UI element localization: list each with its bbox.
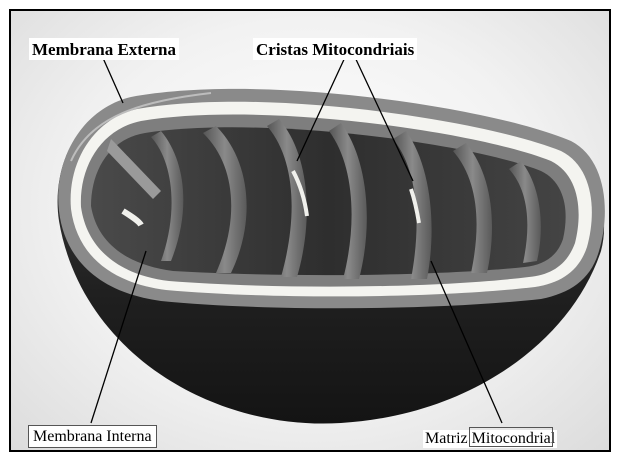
diagram-frame: Membrana Externa Cristas Mitocondriais M…: [9, 9, 611, 452]
pointer-outer-membrane: [103, 58, 123, 103]
label-inner-membrane: Membrana Interna: [28, 425, 157, 448]
label-cristae: Cristas Mitocondriais: [253, 38, 417, 60]
mitochondrion-illustration: [11, 11, 611, 452]
matrix-label-box-segment: [469, 427, 553, 447]
label-outer-membrane: Membrana Externa: [29, 38, 179, 60]
